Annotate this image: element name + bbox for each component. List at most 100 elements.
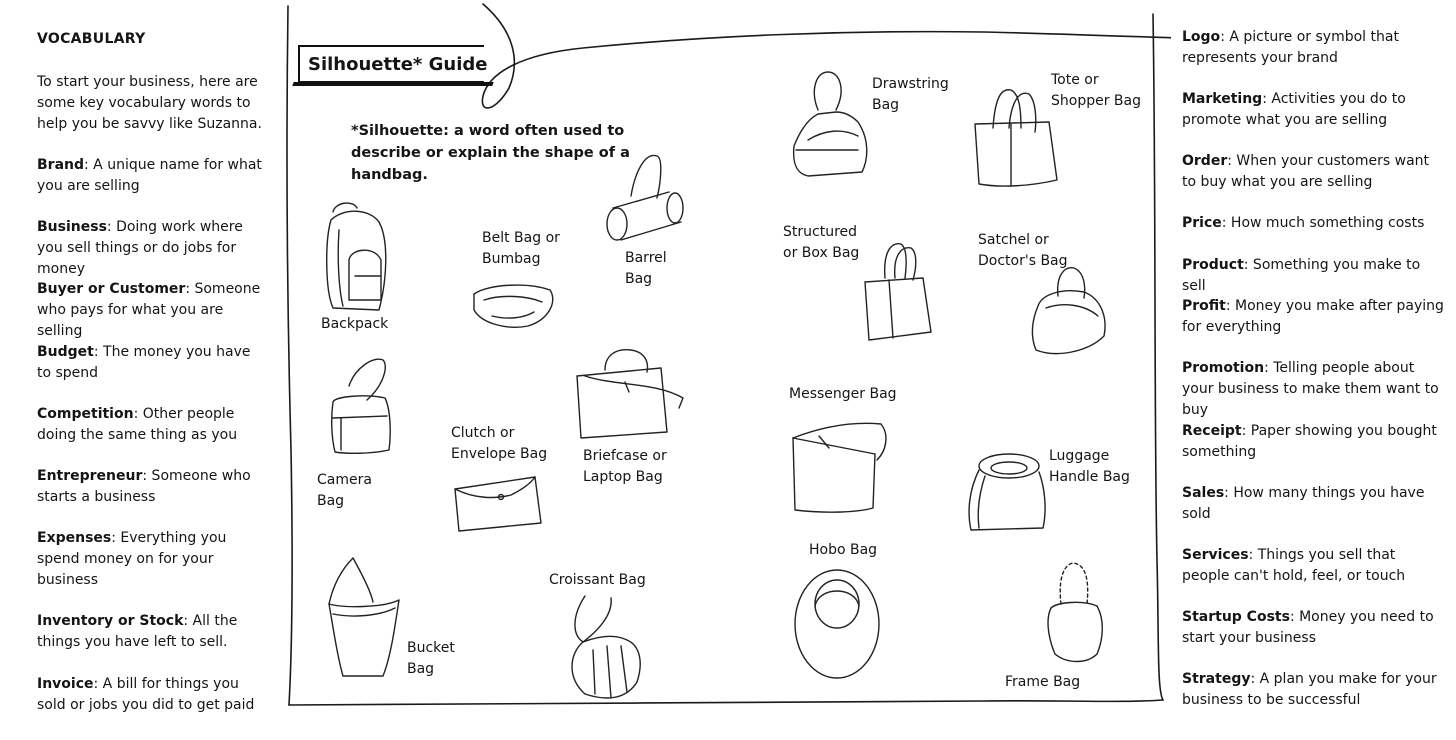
vocab-entry-receipt: Receipt: Paper showing you bought someth… bbox=[1182, 421, 1444, 463]
vocab-term: Promotion bbox=[1182, 360, 1265, 376]
structured-bag-icon bbox=[864, 243, 932, 341]
bag-label-camera: Camera Bag bbox=[317, 472, 372, 509]
barrel-bag-icon bbox=[606, 154, 684, 241]
vocab-term: Product bbox=[1182, 257, 1244, 273]
clutch-bag-icon bbox=[454, 476, 542, 532]
vocab-definition: : Money you need to start your business bbox=[1182, 609, 1434, 646]
vocab-definition: : How much something costs bbox=[1221, 215, 1425, 231]
vocab-entry-brand: Brand: A unique name for what you are se… bbox=[37, 155, 265, 197]
bag-label-bucket: Bucket Bag bbox=[407, 640, 455, 677]
vocab-definition: : Other people doing the same thing as y… bbox=[37, 406, 238, 443]
croissant-bag-icon bbox=[571, 595, 641, 699]
camera-bag-icon bbox=[330, 358, 391, 455]
bag-label-tote: Tote or Shopper Bag bbox=[1051, 72, 1141, 109]
bag-label-structured: Structured or Box Bag bbox=[783, 224, 860, 261]
silhouette-note: *Silhouette: a word often used to descri… bbox=[351, 123, 630, 183]
vocab-definition: : All the things you have left to sell. bbox=[37, 613, 238, 650]
vocab-term: Price bbox=[1182, 215, 1222, 231]
vocab-entry-inventory: Inventory or Stock: All the things you h… bbox=[37, 611, 265, 653]
vocab-definition: : A unique name for what you are selling bbox=[37, 157, 262, 194]
vocab-entry-strategy: Strategy: A plan you make for your busin… bbox=[1182, 669, 1444, 711]
vocab-definition: : Things you sell that people can't hold… bbox=[1182, 547, 1406, 584]
vocab-term: Strategy bbox=[1182, 671, 1251, 687]
vocab-definition: : Someone who pays for what you are sell… bbox=[37, 281, 261, 339]
bag-label-croissant: Croissant Bag bbox=[549, 572, 646, 588]
bag-label-hobo: Hobo Bag bbox=[809, 542, 878, 558]
vocab-entry-startup-costs: Startup Costs: Money you need to start y… bbox=[1182, 607, 1444, 649]
vocab-entry-budget: Budget: The money you have to spend bbox=[37, 342, 265, 384]
vocab-term: Services bbox=[1182, 547, 1249, 563]
vocab-term: Marketing bbox=[1182, 91, 1263, 107]
backpack-icon bbox=[326, 202, 387, 311]
vocab-entry-logo: Logo: A picture or symbol that represent… bbox=[1182, 27, 1444, 69]
vocab-definition: : Paper showing you bought something bbox=[1182, 423, 1437, 460]
bag-label-messenger: Messenger Bag bbox=[789, 386, 897, 402]
vocab-entry-profit: Profit: Money you make after paying for … bbox=[1182, 296, 1444, 338]
vocab-entry-competition: Competition: Other people doing the same… bbox=[37, 404, 265, 446]
vocab-term: Budget bbox=[37, 344, 94, 360]
vocab-definition: : Doing work where you sell things or do… bbox=[37, 219, 243, 277]
vocab-definition: : Telling people about your business to … bbox=[1182, 360, 1439, 418]
bag-label-frame: Frame Bag bbox=[1005, 674, 1081, 690]
vocab-term: Logo bbox=[1182, 29, 1221, 45]
vocab-definition: : A picture or symbol that represents yo… bbox=[1182, 29, 1399, 66]
vocab-definition: : Someone who starts a business bbox=[37, 468, 251, 505]
vocab-definition: : Everything you spend money on for your… bbox=[37, 530, 227, 588]
vocab-term: Competition bbox=[37, 406, 134, 422]
vocab-entry-expenses: Expenses: Everything you spend money on … bbox=[37, 528, 265, 591]
bag-label-barrel: Barrel Bag bbox=[625, 250, 667, 287]
bag-label-drawstring: Drawstring Bag bbox=[872, 76, 949, 113]
vocab-definition: : The money you have to spend bbox=[37, 344, 251, 381]
vocab-term: Receipt bbox=[1182, 423, 1242, 439]
bucket-bag-icon bbox=[328, 557, 400, 677]
vocab-definition: : A bill for things you sold or jobs you… bbox=[37, 676, 255, 713]
vocab-term: Startup Costs bbox=[1182, 609, 1290, 625]
vocab-entry-product: Product: Something you make to sell bbox=[1182, 255, 1444, 297]
vocab-term: Order bbox=[1182, 153, 1228, 169]
vocab-definition: : Money you make after paying for everyt… bbox=[1182, 298, 1444, 335]
luggage-handle-bag-icon bbox=[968, 453, 1046, 531]
hobo-bag-icon bbox=[794, 569, 880, 679]
vocab-entry-marketing: Marketing: Activities you do to promote … bbox=[1182, 89, 1444, 131]
silhouette-guide-panel: Silhouette* Guide *Silhouette: a word of… bbox=[283, 0, 1171, 740]
bag-label-belt: Belt Bag or Bumbag bbox=[482, 230, 560, 267]
vocab-entry-entrepreneur: Entrepreneur: Someone who starts a busin… bbox=[37, 466, 265, 508]
bag-label-briefcase: Briefcase or Laptop Bag bbox=[583, 448, 667, 485]
vocab-entry-price: Price: How much something costs bbox=[1182, 213, 1444, 234]
vocab-term: Business bbox=[37, 219, 107, 235]
vocab-term: Brand bbox=[37, 157, 85, 173]
guide-title-box: Silhouette* Guide bbox=[298, 45, 487, 83]
vocab-entry-buyer: Buyer or Customer: Someone who pays for … bbox=[37, 279, 265, 342]
messenger-bag-icon bbox=[792, 422, 887, 513]
vocab-term: Entrepreneur bbox=[37, 468, 143, 484]
vocab-definition: : A plan you make for your business to b… bbox=[1182, 671, 1437, 708]
satchel-bag-icon bbox=[1031, 267, 1106, 355]
vocab-term: Invoice bbox=[37, 676, 94, 692]
bag-label-clutch: Clutch or Envelope Bag bbox=[451, 425, 548, 462]
frame-bag-icon bbox=[1047, 562, 1103, 663]
vocab-definition: : Something you make to sell bbox=[1182, 257, 1421, 294]
vocab-entry-order: Order: When your customers want to buy w… bbox=[1182, 151, 1444, 193]
vocab-term: Profit bbox=[1182, 298, 1226, 314]
vocab-entry-invoice: Invoice: A bill for things you sold or j… bbox=[37, 674, 265, 716]
vocab-entry-services: Services: Things you sell that people ca… bbox=[1182, 545, 1444, 587]
vocab-term: Expenses bbox=[37, 530, 112, 546]
bag-label-backpack: Backpack bbox=[321, 316, 389, 332]
vocab-term: Buyer or Customer bbox=[37, 281, 186, 297]
briefcase-bag-icon bbox=[576, 349, 684, 439]
vocab-entry-business: Business: Doing work where you sell thin… bbox=[37, 217, 265, 280]
vocab-entry-promotion: Promotion: Telling people about your bus… bbox=[1182, 358, 1444, 421]
vocabulary-heading: VOCABULARY bbox=[37, 31, 146, 47]
guide-frame-lines bbox=[286, 3, 1171, 706]
vocab-definition: : How many things you have sold bbox=[1182, 485, 1425, 522]
drawstring-bag-icon bbox=[792, 71, 868, 177]
vocab-term: Inventory or Stock bbox=[37, 613, 184, 629]
vocab-entry-sales: Sales: How many things you have sold bbox=[1182, 483, 1444, 525]
vocab-definition: : When your customers want to buy what y… bbox=[1182, 153, 1430, 190]
vocabulary-intro: To start your business, here are some ke… bbox=[37, 74, 262, 132]
bag-label-satchel: Satchel or Doctor's Bag bbox=[978, 232, 1068, 269]
bag-label-luggage: Luggage Handle Bag bbox=[1049, 448, 1130, 485]
belt-bag-icon bbox=[473, 284, 554, 328]
vocab-term: Sales bbox=[1182, 485, 1225, 501]
tote-bag-icon bbox=[974, 89, 1058, 187]
